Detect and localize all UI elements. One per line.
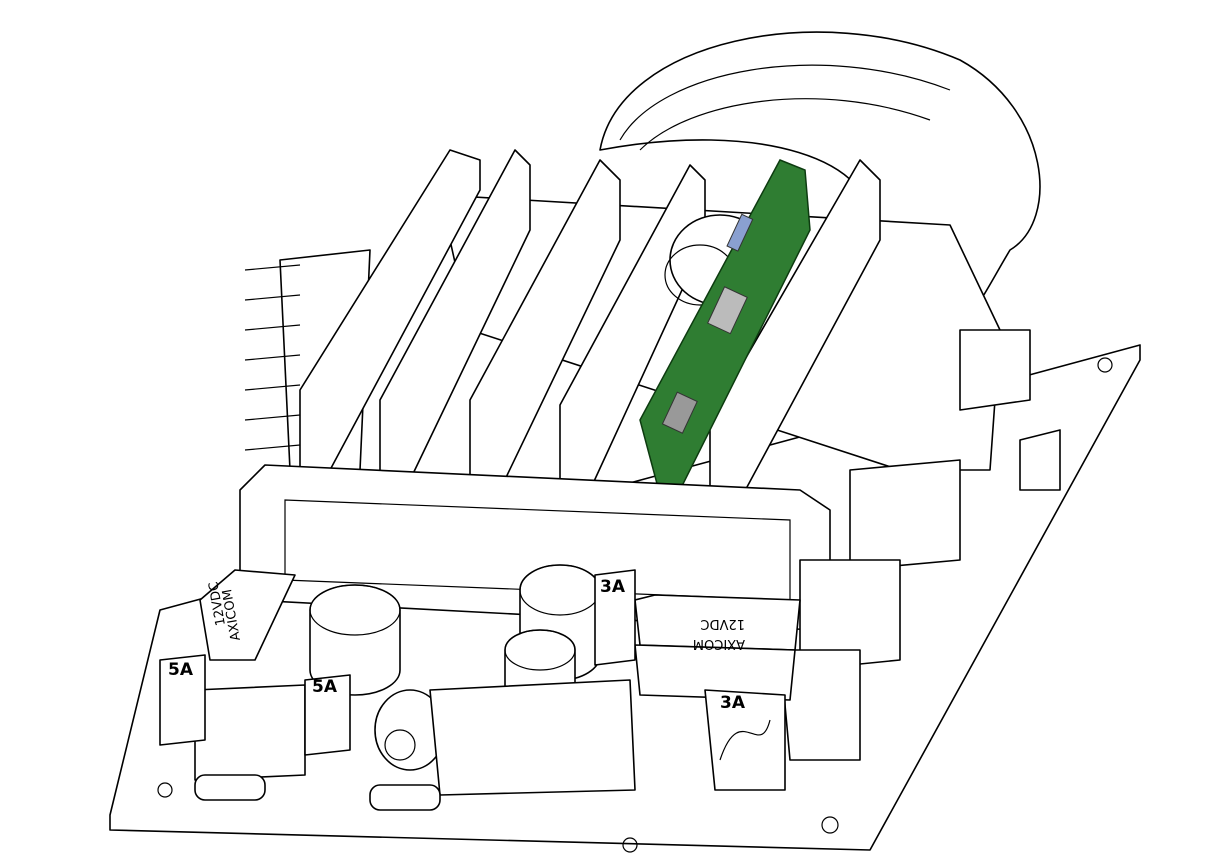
relay-2-brand: AXICOM xyxy=(693,636,745,651)
fuse-3: 3A xyxy=(594,569,636,666)
plug-in-cards xyxy=(299,149,881,501)
fuse-4: 3A xyxy=(704,689,786,791)
fuse-1: 5A xyxy=(159,654,206,746)
fuse-4-rating: 3A xyxy=(720,693,746,713)
relay-2-voltage: 12VDC xyxy=(700,616,745,631)
right-terminal-blocks xyxy=(779,329,1061,761)
fuse-1-rating: 5A xyxy=(168,660,194,680)
fuse-3-rating: 3A xyxy=(600,577,626,597)
relay-2: 12VDC AXICOM xyxy=(634,594,801,701)
relay-1: AXICOM 12VDC xyxy=(199,569,296,661)
fuse-2-rating: 5A xyxy=(312,677,338,697)
green-pcb-module xyxy=(639,159,811,496)
fuse-2: 5A xyxy=(304,674,351,756)
diodes xyxy=(194,774,441,811)
pin-headers xyxy=(194,679,636,796)
